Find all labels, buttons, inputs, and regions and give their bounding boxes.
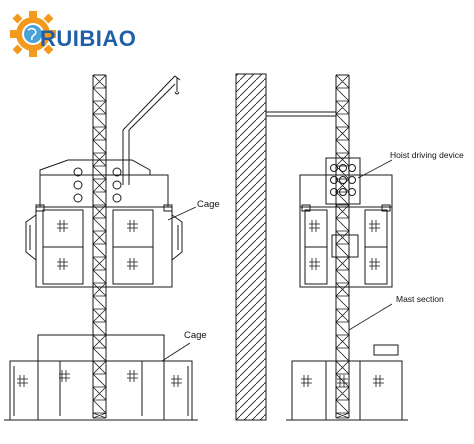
brand-name: RUIBIAO: [40, 26, 137, 51]
leader-cage-upper: [167, 206, 197, 221]
label-mast-section: Mast section: [396, 294, 444, 304]
label-hoist-driving-device: Hoist driving device: [390, 150, 464, 160]
derrick-crane: [122, 75, 181, 185]
upper-cage-front: [25, 159, 183, 288]
building-wall: [235, 73, 336, 421]
front-elevation: [4, 74, 198, 421]
leader-cage-lower: [161, 342, 191, 362]
hoist-driving-device-drawing: [325, 157, 361, 205]
mast-side: [335, 74, 350, 419]
callout-leaders: [161, 159, 393, 362]
base-enclosure-side: [286, 344, 408, 421]
label-cage-lower: Cage: [184, 330, 207, 341]
mast-front: [92, 74, 107, 419]
label-cage-upper: Cage: [197, 199, 220, 210]
side-elevation: [286, 74, 408, 421]
cage-side: [299, 174, 393, 288]
globe-icon: [24, 25, 42, 43]
leader-mast-section: [348, 303, 393, 331]
lower-cage-front: [4, 334, 198, 421]
brand-logo: [10, 11, 56, 57]
leader-hoist-device: [357, 159, 393, 179]
